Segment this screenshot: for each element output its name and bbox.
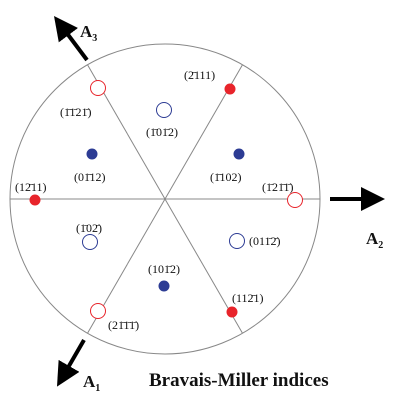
pole-marker-p2 (156, 102, 172, 118)
pole-label-p7: (1̄21̄1̄) (262, 180, 294, 194)
pole-label-p1: (2̄111) (184, 68, 215, 82)
pole-marker-p10 (158, 280, 170, 292)
axis-a2-label: A2 (366, 229, 383, 251)
pole-marker-p3 (90, 80, 106, 96)
pole-label-p5: (1̄102) (210, 170, 242, 184)
pole-marker-p12 (90, 303, 106, 319)
pole-marker-p9 (229, 233, 245, 249)
pole-marker-p6 (29, 194, 41, 206)
pole-marker-p8 (82, 234, 98, 250)
pole-marker-p1 (224, 83, 236, 95)
pole-label-p12: (21̄1̄1̄) (108, 318, 139, 332)
diagram-title: Bravais-Miller indices (149, 370, 329, 391)
pole-marker-p7 (287, 192, 303, 208)
pole-marker-p11 (226, 306, 238, 318)
pole-marker-p4 (86, 148, 98, 160)
pole-label-p11: (112̄1) (232, 291, 264, 305)
pole-label-p3: (1̄1̄21̄) (60, 105, 92, 119)
axis-a3-arrow (54, 16, 89, 62)
diameter-a1-a3-opposite (87, 64, 243, 334)
axis-a1-label: A1 (83, 372, 100, 393)
pole-points: (2̄111) (1̄01̄2) (1̄1̄21̄) (01̄12) (1̄102) (1… (15, 68, 303, 332)
pole-label-p4: (01̄12) (74, 170, 106, 184)
pole-label-p10: (101̄2) (148, 262, 180, 276)
pole-label-p9: (011̄2̄) (249, 234, 281, 248)
axis-a3-label: A3 (80, 22, 97, 44)
pole-label-p8: (1̄02̄) (76, 221, 102, 235)
pole-marker-p5 (233, 148, 245, 160)
axis-a1-arrow (56, 338, 86, 387)
pole-label-p6: (12̄11) (15, 180, 47, 194)
pole-label-p2: (1̄01̄2) (146, 125, 178, 139)
